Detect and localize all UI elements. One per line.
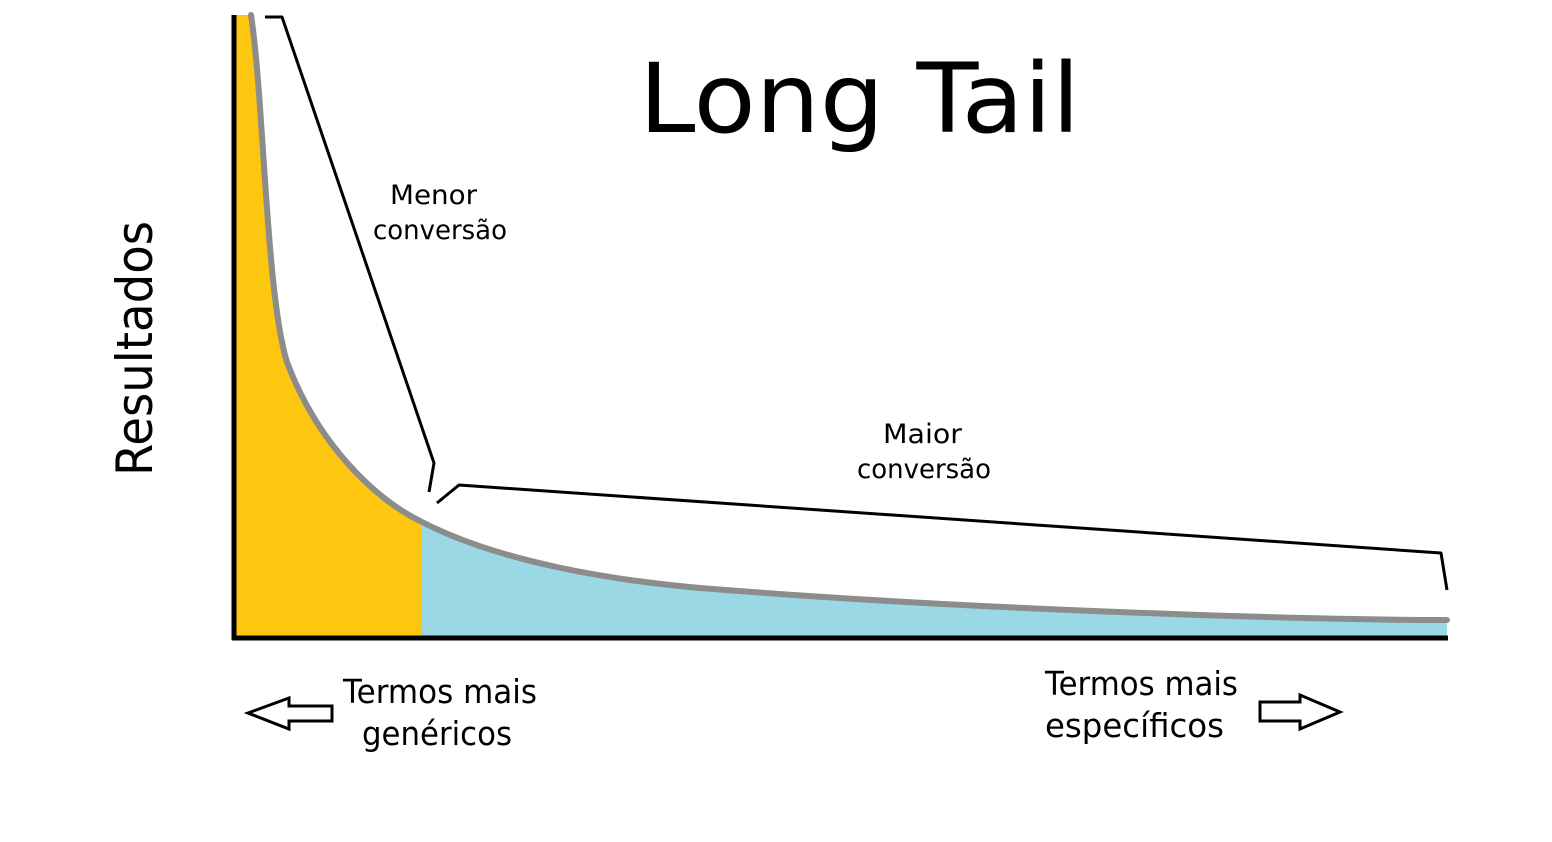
y-axis-label: Resultados (106, 221, 164, 476)
diagram-title: Long Tail (639, 43, 1080, 155)
specific-terms-line1: Termos mais (1044, 664, 1238, 703)
right-arrow-icon (1258, 692, 1344, 732)
generic-terms-line1: Termos mais (342, 672, 537, 711)
demand-curve (248, 12, 1450, 623)
higher-conversion-line1: Maior (883, 419, 963, 450)
head-area (234, 15, 422, 638)
lower-conversion-line1: Menor (390, 180, 478, 211)
left-arrow-icon (243, 695, 334, 732)
lower-conversion-line2: conversão (373, 215, 507, 246)
specific-terms-line2: específicos (1045, 706, 1224, 745)
higher-conversion-line2: conversão (857, 454, 991, 485)
lower-conversion-bracket (265, 15, 436, 493)
higher-conversion-bracket (436, 483, 1449, 591)
generic-terms-line2: genéricos (362, 714, 512, 753)
tail-area (422, 522, 1447, 638)
